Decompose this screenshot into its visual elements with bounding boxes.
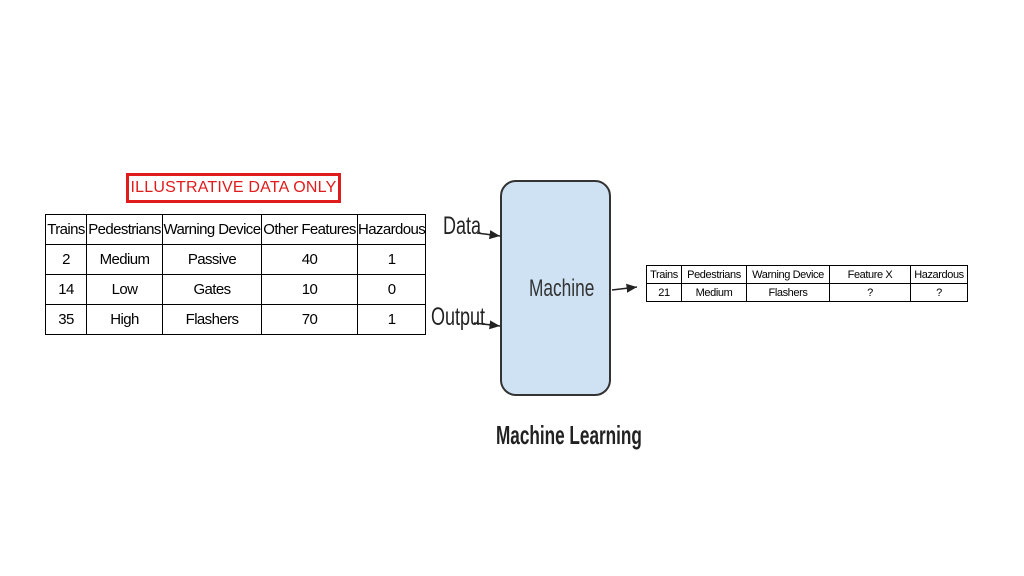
cell-trains: 2: [45, 244, 87, 275]
cell-warning-device: Flashers: [746, 283, 830, 302]
table-row: 2 Medium Passive 40 1: [45, 244, 427, 275]
header-hazardous: Hazardous: [910, 265, 968, 284]
machine-box: [500, 180, 611, 396]
output-input-label: Output: [431, 303, 486, 331]
cell-feature-x: ?: [829, 283, 911, 302]
cell-hazardous: ?: [910, 283, 968, 302]
cell-pedestrians: Medium: [86, 244, 163, 275]
table-row: 21 Medium Flashers ? ?: [646, 283, 968, 302]
table-header-row: Trains Pedestrians Warning Device Featur…: [646, 265, 968, 284]
header-trains: Trains: [45, 214, 87, 245]
cell-warning-device: Flashers: [162, 304, 262, 335]
data-input-label: Data: [443, 212, 482, 240]
table-header-row: Trains Pedestrians Warning Device Other …: [45, 214, 427, 245]
header-pedestrians: Pedestrians: [681, 265, 747, 284]
prediction-table: Trains Pedestrians Warning Device Featur…: [646, 265, 968, 302]
illustrative-data-badge: ILLUSTRATIVE DATA ONLY: [126, 173, 341, 203]
table-row: 35 High Flashers 70 1: [45, 304, 427, 335]
header-warning-device: Warning Device: [162, 214, 262, 245]
header-hazardous: Hazardous: [356, 214, 427, 245]
header-trains: Trains: [646, 265, 682, 284]
cell-hazardous: 1: [356, 304, 427, 335]
header-feature-x: Feature X: [829, 265, 911, 284]
header-warning-device: Warning Device: [746, 265, 830, 284]
cell-other-features: 70: [261, 304, 358, 335]
machine-label: Machine: [529, 275, 595, 302]
prediction-arrow: [611, 283, 638, 293]
cell-pedestrians: Medium: [681, 283, 747, 302]
cell-pedestrians: High: [86, 304, 163, 335]
machine-learning-caption: Machine Learning: [496, 420, 642, 450]
cell-trains: 35: [45, 304, 87, 335]
data-arrow: [476, 230, 501, 240]
cell-trains: 21: [646, 283, 682, 302]
cell-warning-device: Gates: [162, 274, 262, 305]
training-data-table: Trains Pedestrians Warning Device Other …: [45, 214, 427, 335]
output-arrow: [473, 320, 501, 330]
